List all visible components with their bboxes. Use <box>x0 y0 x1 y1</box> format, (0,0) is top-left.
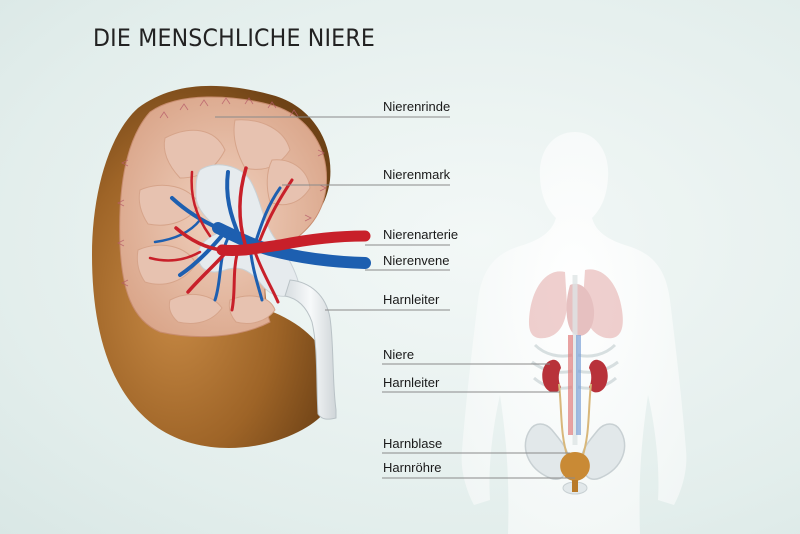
renal-artery <box>148 166 371 312</box>
pelvis <box>524 423 626 495</box>
page-title: DIE MENSCHLICHE NIERE <box>93 24 375 52</box>
great-vessels <box>568 335 581 435</box>
label-nierenarterie: Nierenarterie <box>383 227 459 242</box>
kidney-leader-lines <box>215 116 450 311</box>
label-harnblase: Harnblase <box>383 436 443 451</box>
label-nierenrinde: Nierenrinde <box>383 99 451 114</box>
label-nierenvene: Nierenvene <box>383 253 450 268</box>
body-leader-lines <box>382 363 575 479</box>
cortex-capillaries <box>117 97 327 287</box>
label-harnleiter-kidney: Harnleiter <box>383 292 440 307</box>
body-bladder <box>560 452 590 492</box>
label-nierenmark: Nierenmark <box>383 167 451 182</box>
body-ureters <box>558 383 592 459</box>
label-niere: Niere <box>383 347 415 362</box>
body-kidneys <box>542 359 608 393</box>
label-harnroehre: Harnröhre <box>383 460 442 475</box>
kidney-ureter <box>284 279 337 420</box>
label-harnleiter-body: Harnleiter <box>383 375 440 390</box>
